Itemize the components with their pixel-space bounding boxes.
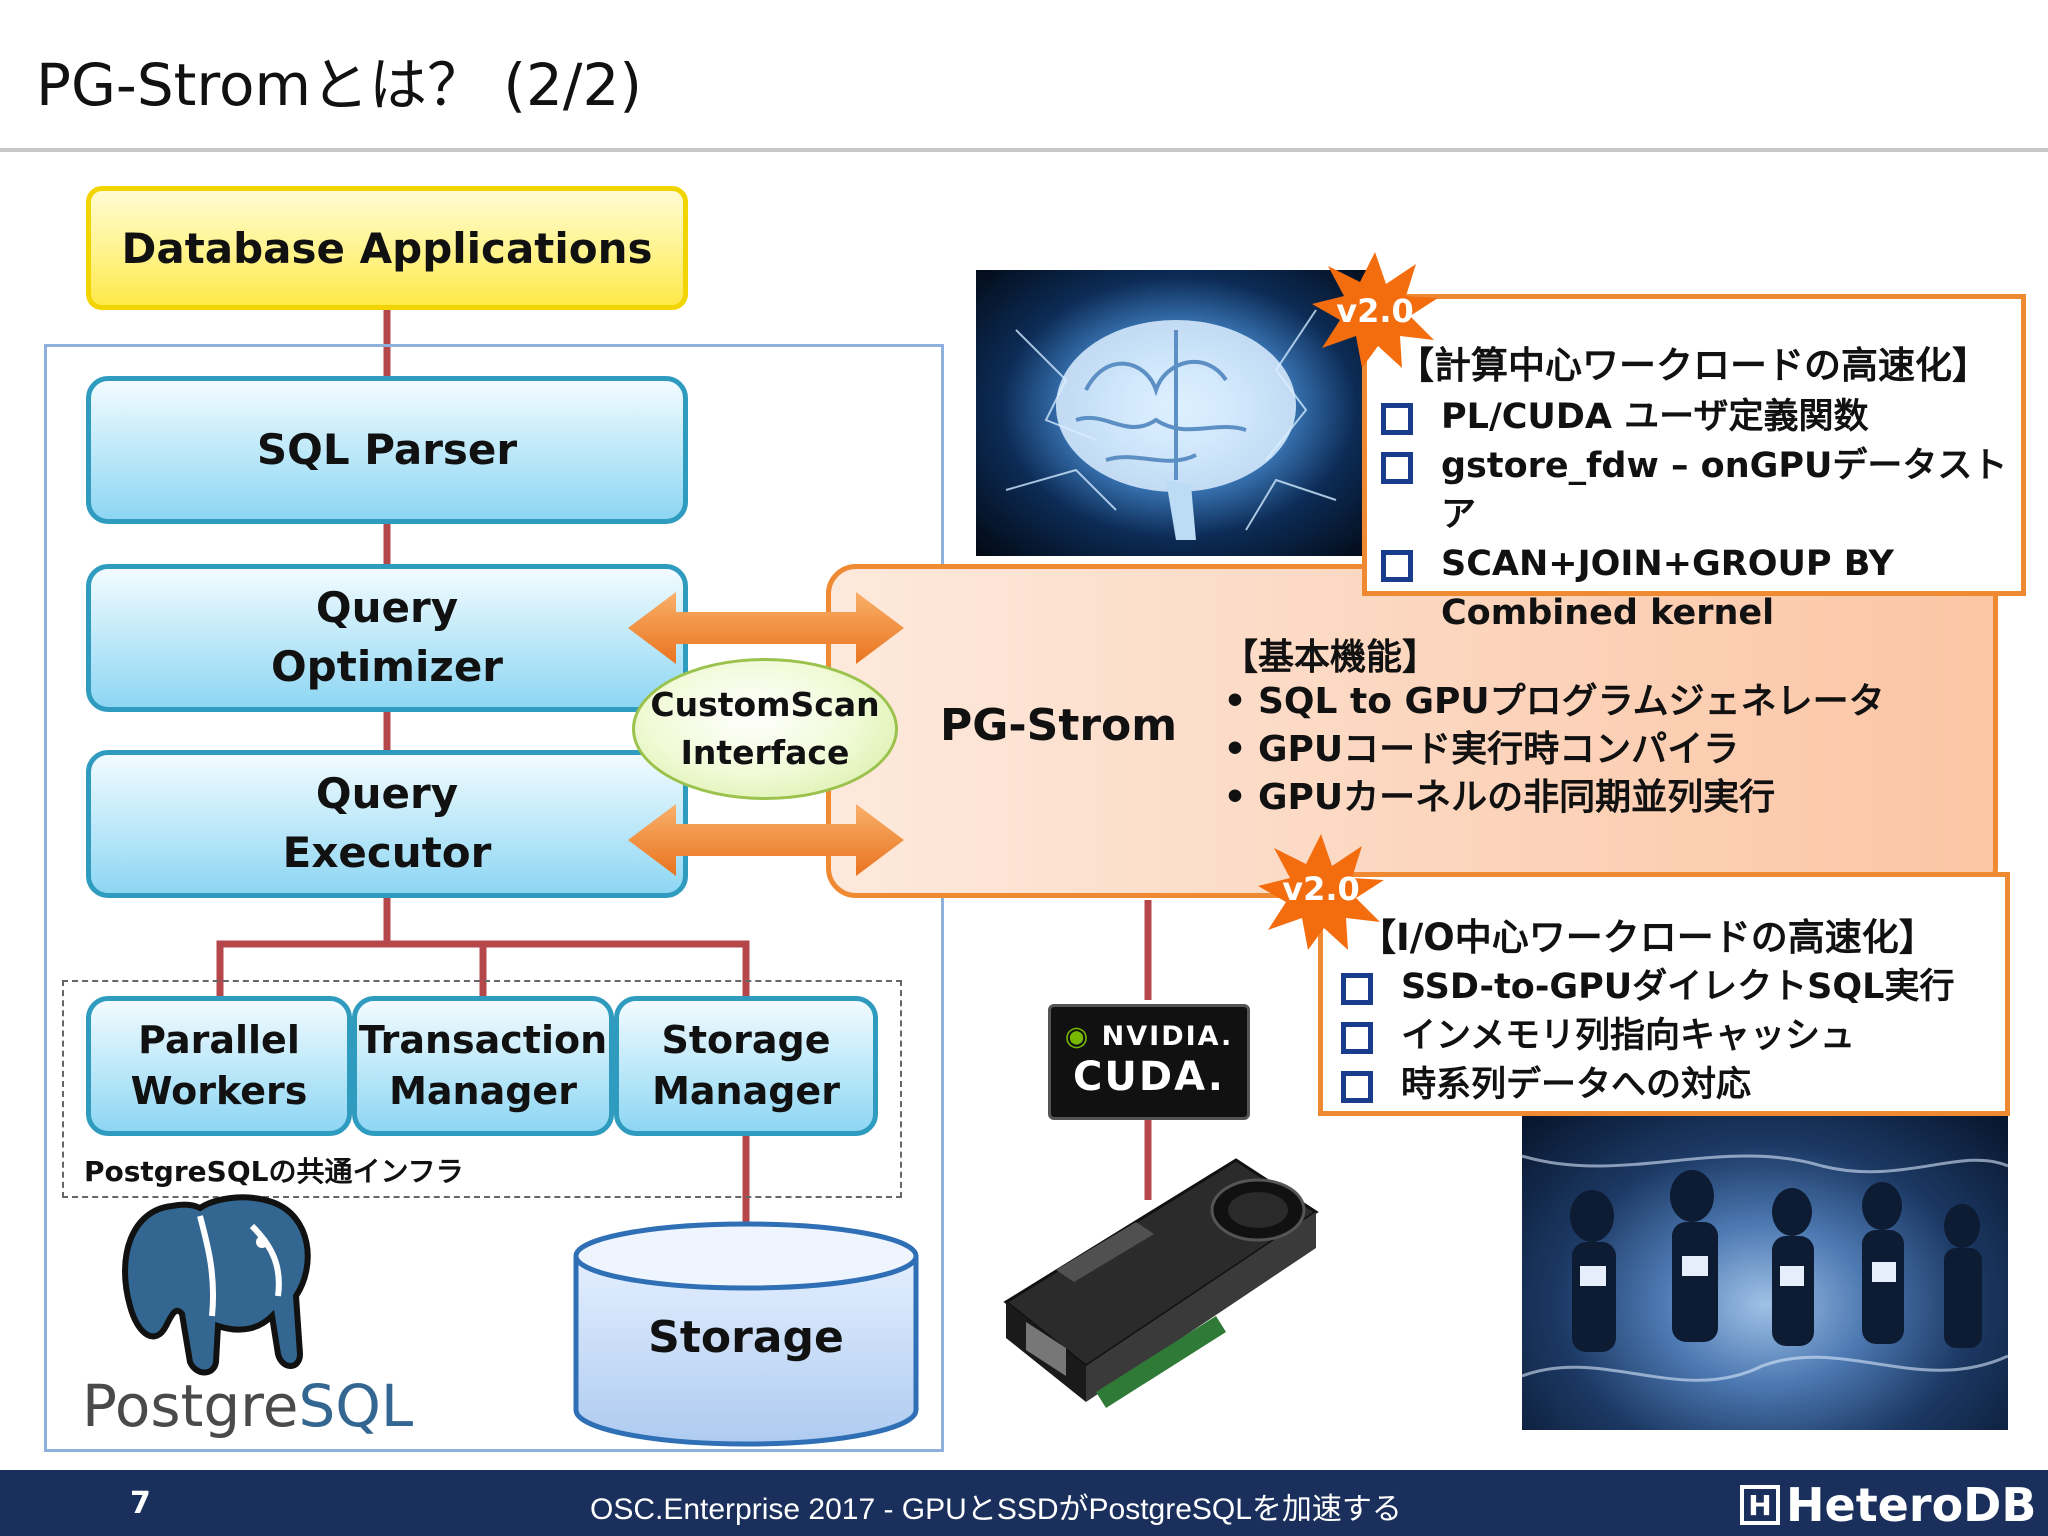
list-item: PL/CUDA ユーザ定義関数 xyxy=(1377,393,2021,442)
list-item: SSD-to-GPUダイレクトSQL実行 xyxy=(1337,963,2005,1012)
v2-starburst-icon xyxy=(1258,834,1384,950)
pg-strom-label: PG-Strom xyxy=(940,700,1178,751)
slide-title: PG-Stromとは？ (2/2) xyxy=(36,51,642,119)
storage-manager-line2: Manager xyxy=(652,1069,840,1113)
double-arrow-executor-icon xyxy=(628,804,904,876)
checkbox-icon xyxy=(1341,1071,1373,1103)
compute-item-continuation-text: Combined kernel xyxy=(1441,593,1775,633)
compute-workload-box: 【計算中心ワークロードの高速化】 PL/CUDA ユーザ定義関数 gstore_… xyxy=(1362,294,2026,633)
customscan-line2: Interface xyxy=(680,733,850,772)
compute-workload-title: 【計算中心ワークロードの高速化】 xyxy=(1397,344,1989,387)
bullet-icon: • xyxy=(1223,777,1247,818)
list-item: • GPUコード実行時コンパイラ xyxy=(1212,726,1885,774)
postgresql-frame xyxy=(44,344,944,1452)
checkbox-icon xyxy=(1341,973,1373,1005)
list-item: gstore_fdw – onGPUデータストア xyxy=(1377,442,2021,540)
v2-badge-label: v2.0 xyxy=(1282,870,1360,908)
storage-manager-line1: Storage xyxy=(661,1017,831,1062)
nvidia-eye-icon: ◉ xyxy=(1064,1021,1091,1052)
transaction-manager-line1: Transaction xyxy=(358,1017,608,1062)
database-applications-box: Database Applications xyxy=(86,186,688,310)
compute-item-text: gstore_fdw – onGPUデータストア xyxy=(1441,446,2008,535)
customscan-interface-ellipse: CustomScan Interface xyxy=(632,658,898,800)
feature-text: GPUコード実行時コンパイラ xyxy=(1258,729,1740,770)
list-item: SCAN+JOIN+GROUP BY xyxy=(1377,540,2021,589)
io-workload-title: 【I/O中心ワークロードの高速化】 xyxy=(1359,916,1936,959)
brain-image xyxy=(976,270,1366,556)
common-infra-frame xyxy=(62,980,902,1198)
v2-starburst-icon xyxy=(1312,252,1438,368)
list-item: • SQL to GPUプログラムジェネレータ xyxy=(1212,678,1885,726)
page-number: 7 xyxy=(130,1486,151,1521)
sql-parser-label: SQL Parser xyxy=(256,424,518,474)
checkbox-icon xyxy=(1341,1022,1373,1054)
footer-text: OSC.Enterprise 2017 - GPUとSSDがPostgreSQL… xyxy=(590,1493,1402,1526)
parallel-workers-line1: Parallel xyxy=(138,1017,300,1062)
query-optimizer-line2: Optimizer xyxy=(270,642,504,691)
transaction-manager-line2: Manager xyxy=(389,1069,577,1113)
list-item: インメモリ列指向キャッシュ xyxy=(1337,1012,2005,1061)
cuda-label: CUDA. xyxy=(1073,1054,1225,1100)
checkbox-icon xyxy=(1381,452,1413,484)
io-item-text: 時系列データへの対応 xyxy=(1401,1065,1752,1105)
parallel-workers-box: Parallel Workers xyxy=(86,996,352,1136)
query-optimizer-line1: Query xyxy=(315,583,459,633)
checkbox-icon xyxy=(1381,550,1413,582)
io-workload-box: 【I/O中心ワークロードの高速化】 SSD-to-GPUダイレクトSQL実行 イ… xyxy=(1318,872,2010,1116)
io-item-text: インメモリ列指向キャッシュ xyxy=(1401,1016,1855,1056)
query-executor-line2: Executor xyxy=(282,828,492,877)
storage-manager-box: Storage Manager xyxy=(614,996,878,1136)
brain-illustration-icon xyxy=(1005,309,1337,540)
v2-badge-label: v2.0 xyxy=(1336,292,1414,330)
footer-bar xyxy=(0,1470,2048,1536)
storage-label: Storage xyxy=(648,1312,844,1363)
compute-item-text: SCAN+JOIN+GROUP BY xyxy=(1441,544,1894,584)
list-item: • GPUカーネルの非同期並列実行 xyxy=(1212,774,1885,822)
runners-illustration-icon xyxy=(1522,1154,2008,1382)
title-divider xyxy=(0,148,2048,152)
feature-text: SQL to GPUプログラムジェネレータ xyxy=(1258,681,1885,722)
runners-image xyxy=(1522,1116,2008,1430)
basic-features-list: • SQL to GPUプログラムジェネレータ • GPUコード実行時コンパイラ •… xyxy=(1212,678,1885,822)
bullet-icon: • xyxy=(1223,681,1247,722)
postgresql-logo-part1: Postgre xyxy=(82,1372,299,1440)
compute-item-text: PL/CUDA ユーザ定義関数 xyxy=(1441,397,1869,437)
common-infra-label: PostgreSQLの共通インフラ xyxy=(84,1155,464,1188)
heterodb-mark-icon: H xyxy=(1740,1485,1780,1525)
query-executor-box: Query Executor xyxy=(86,750,688,898)
heterodb-brand-text: HeteroDB xyxy=(1786,1478,2037,1532)
query-optimizer-box: Query Optimizer xyxy=(86,564,688,712)
transaction-manager-box: Transaction Manager xyxy=(352,996,614,1136)
nvidia-cuda-badge: ◉ NVIDIA. CUDA. xyxy=(1048,1004,1250,1120)
io-item-text: SSD-to-GPUダイレクトSQL実行 xyxy=(1401,967,1955,1007)
storage-cylinder-icon xyxy=(573,1221,919,1447)
double-arrow-optimizer-icon xyxy=(628,592,904,664)
nvidia-label: NVIDIA. xyxy=(1101,1021,1234,1052)
list-item-continuation: Combined kernel xyxy=(1377,589,2021,638)
bullet-icon: • xyxy=(1223,729,1247,770)
nvidia-text: ◉ NVIDIA. xyxy=(1051,1021,1247,1052)
query-executor-line1: Query xyxy=(315,769,459,819)
basic-features-title: 【基本機能】 xyxy=(1222,637,1439,678)
postgresql-logo-part2: SQL xyxy=(298,1372,414,1440)
feature-text: GPUカーネルの非同期並列実行 xyxy=(1258,777,1776,818)
postgresql-elephant-icon xyxy=(122,1194,311,1376)
customscan-line1: CustomScan xyxy=(650,685,880,725)
gpu-card-icon xyxy=(1003,1158,1319,1408)
parallel-workers-line2: Workers xyxy=(130,1069,308,1113)
sql-parser-box: SQL Parser xyxy=(86,376,688,524)
list-item: 時系列データへの対応 xyxy=(1337,1061,2005,1110)
heterodb-logo: H HeteroDB xyxy=(1740,1478,2036,1532)
checkbox-icon xyxy=(1381,403,1413,435)
postgresql-logo-text: PostgreSQL xyxy=(82,1372,413,1440)
